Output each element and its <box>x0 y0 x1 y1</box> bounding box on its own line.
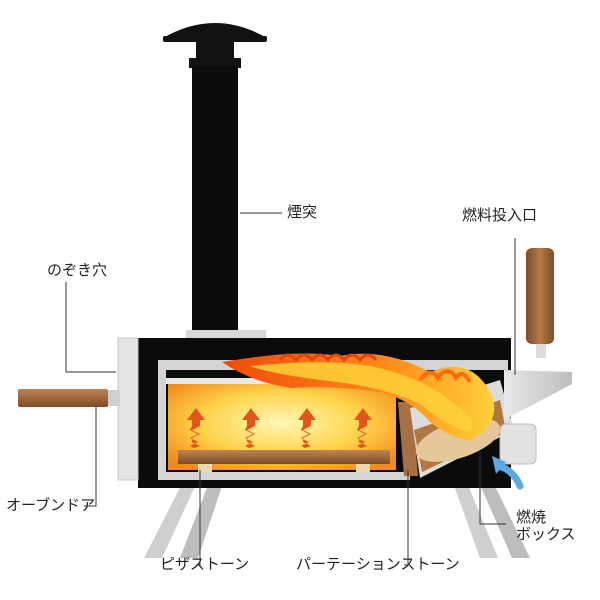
oven-door-label: オーブンドア <box>6 496 96 514</box>
chimney <box>163 23 267 360</box>
leader-lines <box>65 212 516 566</box>
fuel-inlet-label: 燃料投入口 <box>462 206 538 224</box>
chimney-label: 煙突 <box>287 203 318 221</box>
oven-door <box>18 337 139 481</box>
firebox-label: 燃焼 ボックス <box>516 508 576 544</box>
peephole-label: のぞき穴 <box>47 261 108 279</box>
flame-icon <box>222 353 495 440</box>
heat-arrow-icon <box>187 408 372 448</box>
oven-legs <box>144 480 530 558</box>
air-intake-arrow-icon <box>492 456 524 490</box>
fuel-hopper <box>504 248 572 420</box>
partition-stone-label: パーテーションストーン <box>296 555 460 573</box>
pizza-stone <box>178 450 390 472</box>
pizza-stone-label: ピザストーン <box>160 555 250 573</box>
